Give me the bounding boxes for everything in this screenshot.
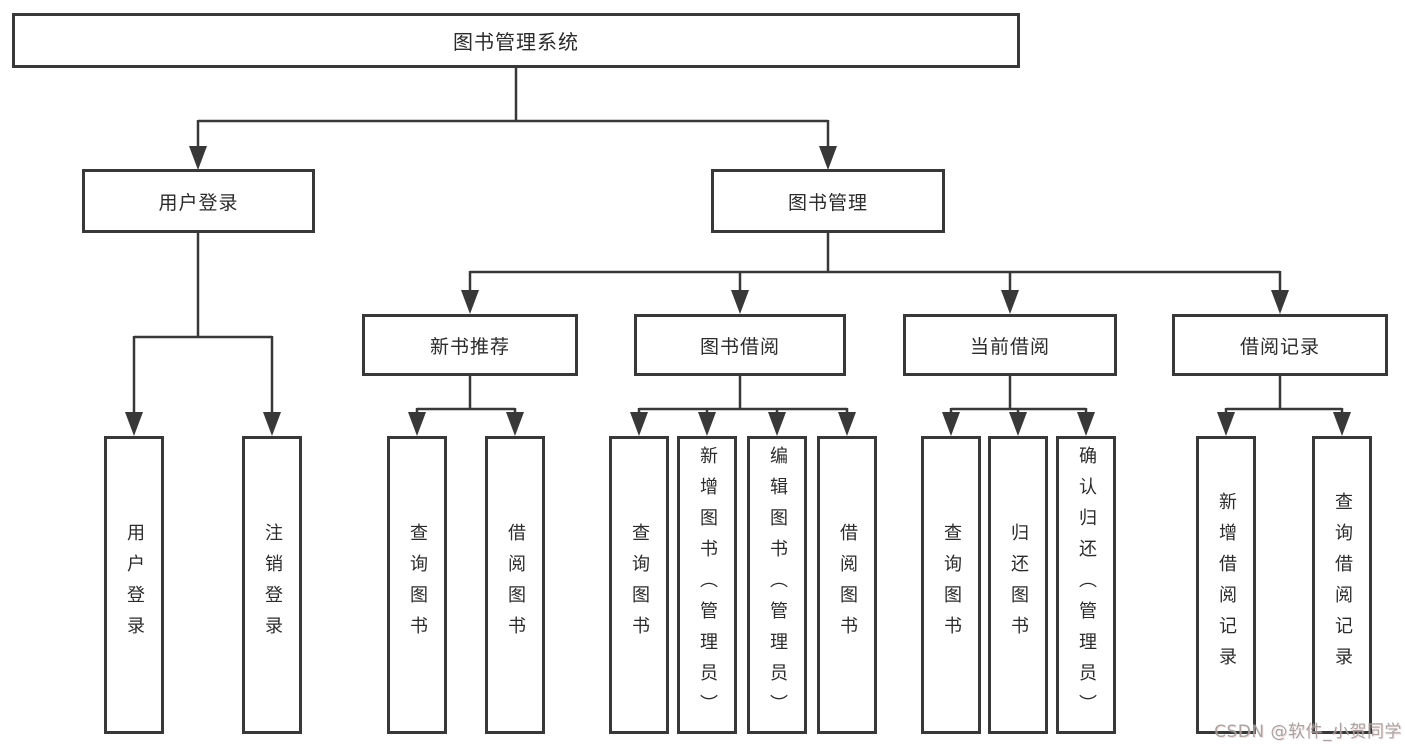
leaf-add-borrow-record-label: 新增借阅记录 (1216, 492, 1237, 678)
leaf-query-books-recommend-label: 查询图书 (407, 523, 428, 647)
arrow-down-icon (189, 146, 207, 170)
leaf-query-books-recommend: 查询图书 (387, 436, 447, 734)
arrow-down-icon (125, 412, 143, 436)
node-new-book-recommend: 新书推荐 (362, 314, 578, 376)
leaf-user-login: 用户登录 (104, 436, 164, 734)
leaf-add-books-admin-label: 新增图书（管理员） (697, 445, 718, 725)
arrow-down-icon (1217, 412, 1235, 436)
leaf-edit-books-admin-label: 编辑图书（管理员） (767, 445, 788, 725)
arrow-down-icon (942, 412, 960, 436)
leaf-return-books: 归还图书 (988, 436, 1048, 734)
arrow-down-icon (408, 412, 426, 436)
leaf-query-borrow-record-label: 查询借阅记录 (1332, 492, 1353, 678)
arrow-down-icon (506, 412, 524, 436)
arrow-down-icon (1333, 412, 1351, 436)
node-current-borrow: 当前借阅 (903, 314, 1117, 376)
node-user-login-label: 用户登录 (158, 191, 239, 214)
node-book-management: 图书管理 (711, 169, 945, 233)
node-book-management-label: 图书管理 (787, 191, 868, 214)
arrow-down-icon (1009, 412, 1027, 436)
leaf-user-login-label: 用户登录 (124, 523, 145, 647)
arrow-down-icon (1271, 290, 1289, 314)
arrow-down-icon (630, 412, 648, 436)
leaf-confirm-return-admin-label: 确认归还（管理员） (1076, 445, 1097, 725)
arrow-down-icon (768, 412, 786, 436)
leaf-return-books-label: 归还图书 (1008, 523, 1029, 647)
leaf-query-books-current: 查询图书 (921, 436, 981, 734)
arrow-down-icon (698, 412, 716, 436)
csdn-watermark: CSDN @软件_小贺同学 (1214, 722, 1402, 742)
node-book-borrow-label: 图书借阅 (699, 335, 780, 358)
arrow-down-icon (838, 412, 856, 436)
arrow-down-icon (461, 290, 479, 314)
leaf-edit-books-admin: 编辑图书（管理员） (747, 436, 807, 734)
node-borrow-records: 借阅记录 (1172, 314, 1388, 376)
leaf-logout-label: 注销登录 (262, 523, 283, 647)
leaf-query-borrow-record: 查询借阅记录 (1312, 436, 1372, 734)
node-root: 图书管理系统 (12, 13, 1020, 68)
arrow-down-icon (1001, 290, 1019, 314)
node-borrow-records-label: 借阅记录 (1239, 335, 1320, 358)
leaf-borrow-books-label: 借阅图书 (837, 523, 858, 647)
leaf-confirm-return-admin: 确认归还（管理员） (1056, 436, 1116, 734)
node-root-label: 图书管理系统 (453, 30, 579, 54)
leaf-logout: 注销登录 (242, 436, 302, 734)
leaf-borrow-books: 借阅图书 (817, 436, 877, 734)
arrow-down-icon (263, 412, 281, 436)
arrow-down-icons (125, 146, 1351, 436)
arrow-down-icon (819, 146, 837, 170)
leaf-query-books-label: 查询图书 (629, 523, 650, 647)
leaf-borrow-books-recommend-label: 借阅图书 (505, 523, 526, 647)
node-user-login: 用户登录 (82, 169, 315, 233)
arrow-down-icon (731, 290, 749, 314)
node-book-borrow: 图书借阅 (634, 314, 846, 376)
arrow-down-icon (1077, 412, 1095, 436)
leaf-borrow-books-recommend: 借阅图书 (485, 436, 545, 734)
leaf-add-borrow-record: 新增借阅记录 (1196, 436, 1256, 734)
leaf-add-books-admin: 新增图书（管理员） (677, 436, 737, 734)
leaf-query-books-current-label: 查询图书 (941, 523, 962, 647)
node-current-borrow-label: 当前借阅 (969, 335, 1050, 358)
node-new-book-recommend-label: 新书推荐 (429, 335, 510, 358)
leaf-query-books: 查询图书 (609, 436, 669, 734)
